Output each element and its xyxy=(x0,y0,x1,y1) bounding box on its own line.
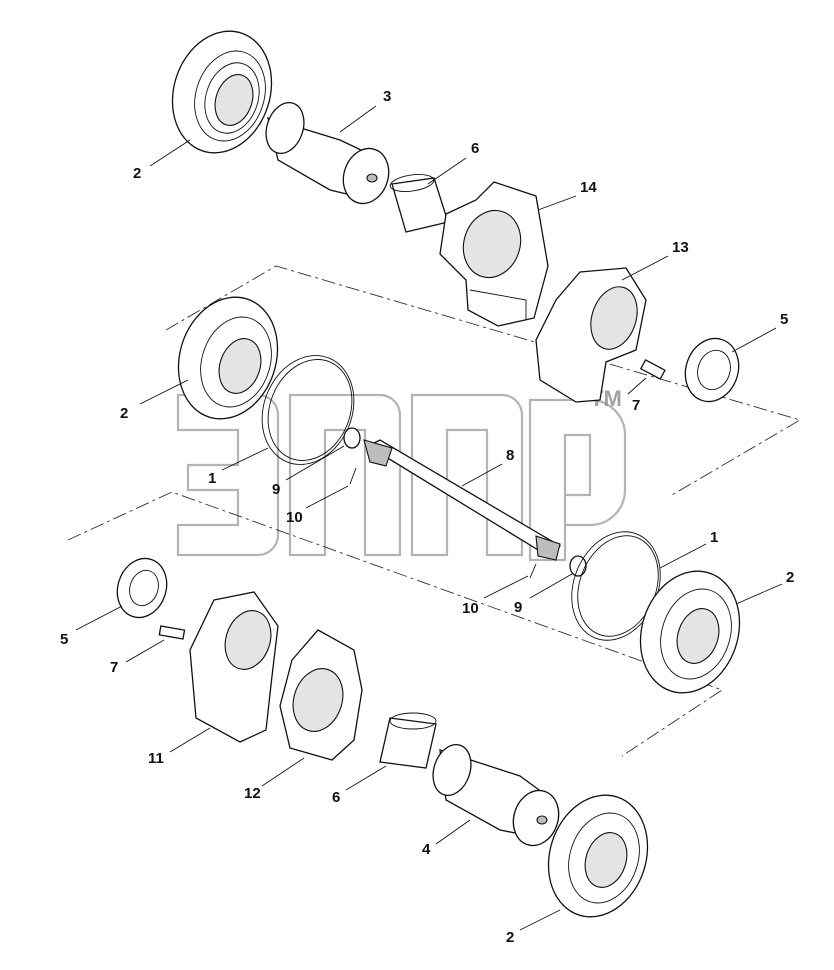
callout-9-left: 9 xyxy=(272,481,280,498)
bearing-top xyxy=(171,30,273,154)
callout-9-right: 9 xyxy=(514,599,522,616)
bushing-bottom xyxy=(379,712,437,769)
callout-1-left: 1 xyxy=(208,470,216,487)
callout-12: 12 xyxy=(244,785,261,802)
callout-2-mid-left: 2 xyxy=(120,405,128,422)
bearing-mid-left xyxy=(177,296,279,420)
callout-11: 11 xyxy=(148,750,164,767)
pin-3 xyxy=(265,102,390,205)
spacer-7-top xyxy=(639,359,666,380)
callout-7-top: 7 xyxy=(632,397,640,414)
leader-lines xyxy=(75,105,783,931)
pin-10-left xyxy=(349,467,357,485)
callout-3: 3 xyxy=(383,88,391,105)
bearing-bottom xyxy=(547,794,649,918)
callout-10-left: 10 xyxy=(286,509,303,526)
callout-6-bottom: 6 xyxy=(332,789,340,806)
link-12 xyxy=(279,629,363,761)
pin-10-right xyxy=(529,563,537,579)
seal-5-bottom xyxy=(116,557,168,619)
snap-ring-left xyxy=(261,355,355,465)
washer-9-left xyxy=(343,427,361,449)
callout-5-top: 5 xyxy=(780,311,788,328)
callout-6-top: 6 xyxy=(471,140,479,157)
link-11 xyxy=(189,591,279,743)
bearing-mid-right xyxy=(639,570,741,694)
assembly-plane-lower xyxy=(67,491,723,757)
watermark: TM xyxy=(176,386,627,562)
callout-4: 4 xyxy=(422,841,431,858)
link-13 xyxy=(535,267,647,403)
callout-2-bottom: 2 xyxy=(506,929,514,946)
bushing-top xyxy=(389,174,449,233)
callouts: 3 2 6 14 13 5 7 2 1 9 10 8 1 2 9 10 5 7 … xyxy=(60,88,794,946)
callout-10-right: 10 xyxy=(462,600,479,617)
pin-4 xyxy=(432,744,560,847)
washer-9-right xyxy=(569,555,587,577)
shaft-8 xyxy=(363,439,562,561)
callout-1-right: 1 xyxy=(710,529,718,546)
callout-14: 14 xyxy=(580,179,597,196)
callout-7-bottom: 7 xyxy=(110,659,118,676)
seal-5-top xyxy=(684,337,740,403)
callout-8: 8 xyxy=(506,447,514,464)
callout-13: 13 xyxy=(672,239,689,256)
callout-5-bottom: 5 xyxy=(60,631,68,648)
callout-2-mid-right: 2 xyxy=(786,569,794,586)
link-14 xyxy=(439,181,549,327)
callout-2-top: 2 xyxy=(133,165,141,182)
spacer-7-bottom xyxy=(158,625,186,640)
